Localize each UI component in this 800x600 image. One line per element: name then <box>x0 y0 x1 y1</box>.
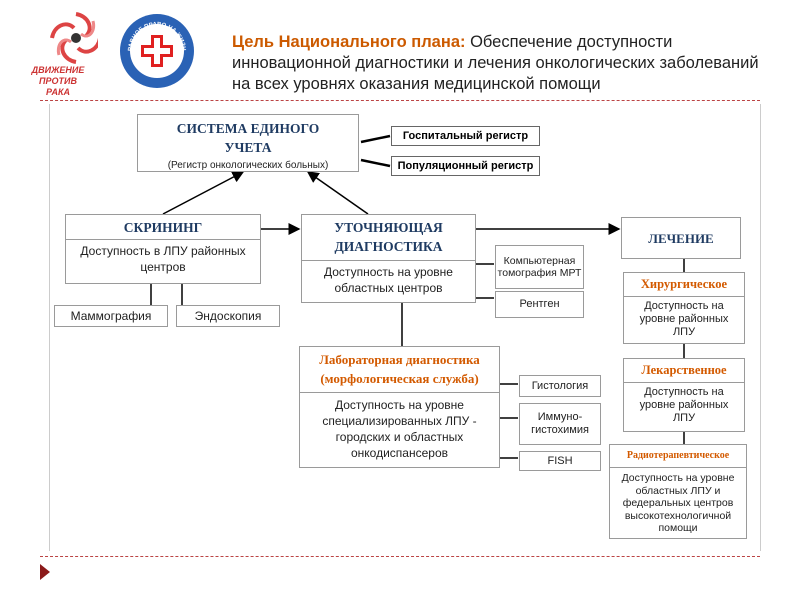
lab-immunohistochemistry: Иммуно-гистохимия <box>519 403 601 445</box>
treatment-box: ЛЕЧЕНИЕ <box>621 217 741 259</box>
refining-xray: Рентген <box>495 291 584 318</box>
lab-sub: Доступность на уровне специализированных… <box>322 398 477 460</box>
unified-accounting-title: СИСТЕМА ЕДИНОГО УЧЕТА <box>176 121 320 155</box>
title-highlight: Цель Национального плана: <box>232 33 466 51</box>
surgical-box: Хирургическое Доступность на уровне райо… <box>623 272 745 344</box>
top-divider <box>40 100 760 101</box>
radio-sub: Доступность на уровне областных ЛПУ и фе… <box>621 472 735 534</box>
register-population: Популяционный регистр <box>391 156 540 176</box>
refining-diagnostics-box: УТОЧНЯЮЩАЯ ДИАГНОСТИКА Доступность на ур… <box>301 214 476 303</box>
radio-title: Радиотерапевтическое <box>626 450 730 461</box>
unified-accounting-sub: (Регистр онкологических больных) <box>167 160 329 171</box>
title-rest: Обеспечение доступности инновационной ди… <box>232 33 759 93</box>
right-vertical-line <box>760 104 761 551</box>
lab-diagnostics-box: Лабораторная диагностика (морфологическа… <box>299 346 500 468</box>
refining-ct-mri: Компьютерная томография МРТ <box>495 245 584 289</box>
logo-line-2: ПРОТИВ <box>39 76 77 86</box>
refining-title: УТОЧНЯЮЩАЯ ДИАГНОСТИКА <box>334 220 443 254</box>
drug-sub: Доступность на уровне районных ЛПУ <box>639 386 729 424</box>
treatment-title: ЛЕЧЕНИЕ <box>648 230 714 246</box>
red-cross-icon: РАВНОЕ ПРАВО НА ЖИЗНЬ <box>116 8 194 88</box>
equal-right-logo: РАВНОЕ ПРАВО НА ЖИЗНЬ <box>116 8 196 90</box>
drug-therapy-box: Лекарственное Доступность на уровне райо… <box>623 358 745 432</box>
screening-title: СКРИНИНГ <box>123 220 203 235</box>
screening-box: СКРИНИНГ Доступность в ЛПУ районных цент… <box>65 214 261 284</box>
page-title: Цель Национального плана: Обеспечение до… <box>232 32 772 95</box>
screening-mammography: Маммография <box>54 305 168 327</box>
radiotherapy-box: Радиотерапевтическое Доступность на уров… <box>609 444 747 539</box>
left-vertical-line <box>49 104 50 551</box>
surgical-sub: Доступность на уровне районных ЛПУ <box>639 300 729 338</box>
surgical-title: Хирургическое <box>640 277 728 291</box>
drug-title: Лекарственное <box>641 363 727 377</box>
lab-histology: Гистология <box>519 375 601 397</box>
lab-fish: FISH <box>519 451 601 471</box>
screening-sub: Доступность в ЛПУ районных центров <box>80 244 246 274</box>
unified-accounting-box: СИСТЕМА ЕДИНОГО УЧЕТА (Регистр онкологич… <box>137 114 359 172</box>
logo-line-3: РАКА <box>46 87 70 97</box>
register-hospital: Госпитальный регистр <box>391 126 540 146</box>
lab-title: Лабораторная диагностика (морфологическа… <box>319 352 480 386</box>
logo-line-1: ДВИЖЕНИЕ <box>31 65 85 75</box>
refining-sub: Доступность на уровне областных центров <box>324 265 453 295</box>
nav-arrow-button[interactable] <box>38 563 52 581</box>
nav-arrow-icon <box>40 564 50 580</box>
screening-endoscopy: Эндоскопия <box>176 305 280 327</box>
bottom-divider <box>40 556 760 557</box>
